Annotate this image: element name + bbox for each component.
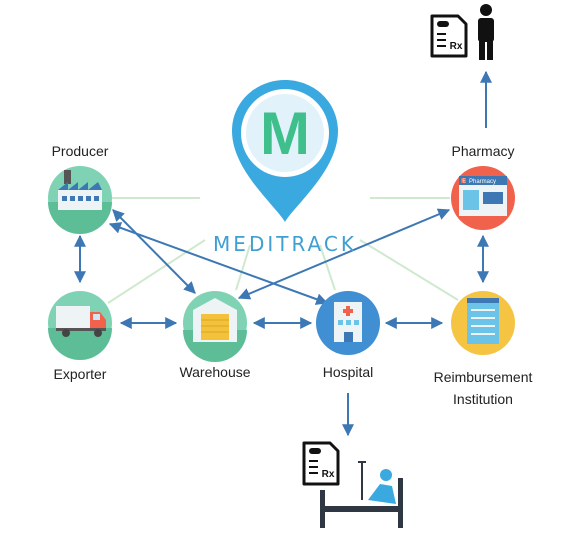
patient-endpoint: Rx	[302, 441, 403, 528]
rx-label: Rx	[322, 469, 335, 480]
arrow-pharmacy-warehouse	[237, 208, 451, 300]
person-icon	[478, 4, 494, 60]
producer-node[interactable]	[48, 166, 112, 234]
exporter-label: Exporter	[53, 366, 107, 382]
prescription-icon: Rx	[302, 441, 340, 486]
producer-label: Producer	[51, 143, 109, 159]
customer-endpoint: Rx	[430, 4, 494, 60]
link-line	[359, 239, 459, 301]
delivery-truck-icon	[56, 306, 106, 337]
office-building-icon	[467, 298, 499, 344]
exporter-node[interactable]	[48, 291, 112, 360]
brand-name: MEDITRACK	[213, 232, 357, 256]
pharmacy-label: Pharmacy	[451, 143, 515, 159]
logo-letter: M	[260, 100, 310, 167]
rx-label: Rx	[450, 41, 463, 52]
hospital-label: Hospital	[322, 364, 374, 380]
pharmacy-node[interactable]: E Pharmacy	[451, 166, 515, 230]
hospital-building-icon	[334, 302, 362, 342]
pharmacy-sign-letter: E	[462, 179, 466, 185]
reimbursement-node[interactable]	[451, 291, 515, 355]
pharmacy-sign: Pharmacy	[469, 179, 496, 185]
hospital-node[interactable]	[316, 291, 380, 355]
warehouse-label: Warehouse	[179, 364, 251, 380]
prescription-icon: Rx	[430, 14, 468, 58]
warehouse-node[interactable]	[183, 291, 247, 362]
hospital-bed-patient-icon	[320, 461, 403, 528]
connection-arrows	[74, 70, 492, 437]
meditrack-logo-icon: M	[232, 80, 338, 222]
warehouse-icon	[193, 298, 237, 342]
reimbursement-label: Reimbursement Institution	[433, 369, 533, 407]
pharmacy-store-icon: E Pharmacy	[459, 176, 507, 216]
link-line	[107, 239, 206, 304]
factory-icon	[58, 170, 102, 210]
